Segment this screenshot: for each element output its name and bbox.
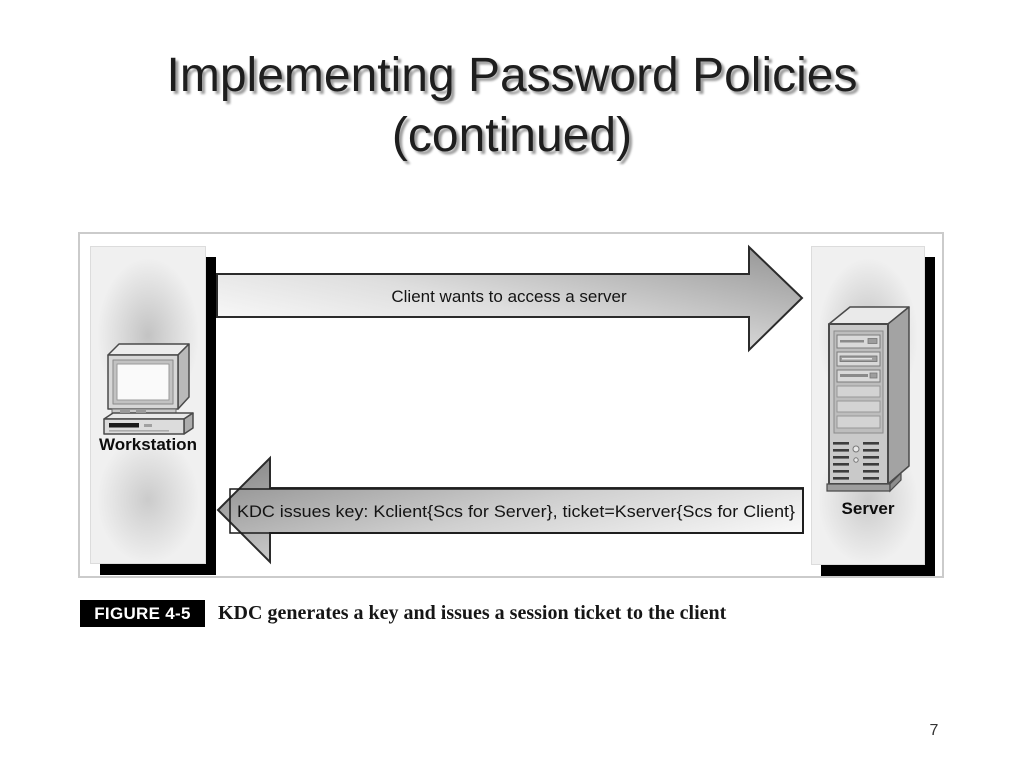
figure-caption-tag: FIGURE 4-5 [80,600,205,627]
client-request-arrow-label: Client wants to access a server [391,287,627,306]
page-number: 7 [929,722,939,739]
workstation-panel: Workstation [90,246,206,564]
workstation-icon [103,343,194,435]
slide-title-line1: Implementing Password Policies [166,49,858,102]
slide-title: Implementing Password Policies (continue… [0,46,1024,166]
server-panel: Server [811,246,925,565]
arrows-layer: Client wants to access a server KDC issu… [216,244,804,565]
kdc-key-arrow-label: KDC issues key: Kclient{Scs for Server},… [237,502,795,521]
figure-caption-text: KDC generates a key and issues a session… [218,602,727,624]
workstation-label: Workstation [99,435,197,454]
server-icon [826,306,910,493]
kdc-key-textbox [229,488,804,534]
client-request-arrow [216,244,804,353]
server-label: Server [841,499,895,518]
kdc-figure: Workstation [78,232,944,578]
slide-title-line2: (continued) [391,109,633,162]
figure-caption: FIGURE 4-5 KDC generates a key and issue… [80,600,726,627]
